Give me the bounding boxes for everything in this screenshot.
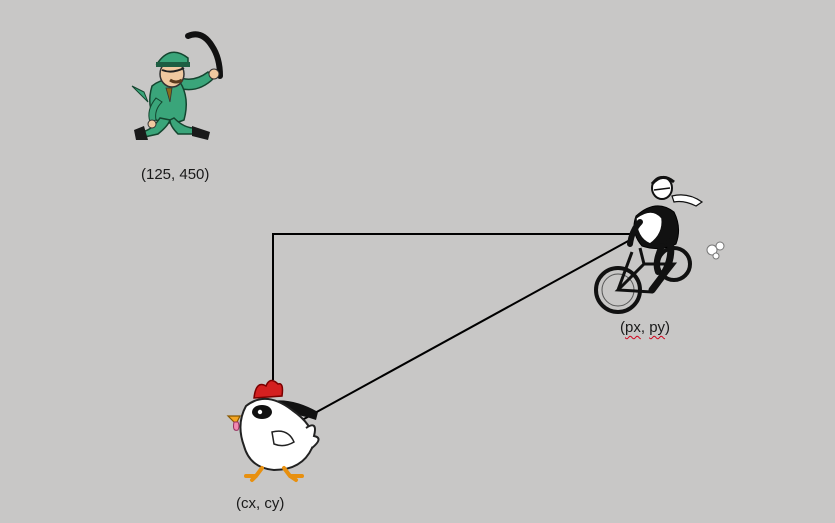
connector-lines	[272, 233, 635, 426]
police-coordinates-label: (125, 450)	[141, 166, 210, 183]
cyclist-label-open: (	[620, 319, 625, 336]
chicken-coordinates-label: (cx, cy)	[236, 495, 285, 512]
cyclist-label-py: py	[649, 319, 666, 336]
cyclist-label-px: px	[625, 319, 641, 336]
cyclist-label-separator: ,	[640, 319, 650, 336]
right-angle-path	[272, 233, 635, 380]
hypotenuse-line	[292, 239, 631, 426]
cyclist-coordinates-label: (px, py)	[620, 319, 670, 336]
chicken-icon	[226, 379, 320, 482]
cyclist-label-close: )	[665, 319, 671, 336]
cyclist-icon	[594, 176, 725, 314]
police-officer-icon	[131, 31, 223, 140]
